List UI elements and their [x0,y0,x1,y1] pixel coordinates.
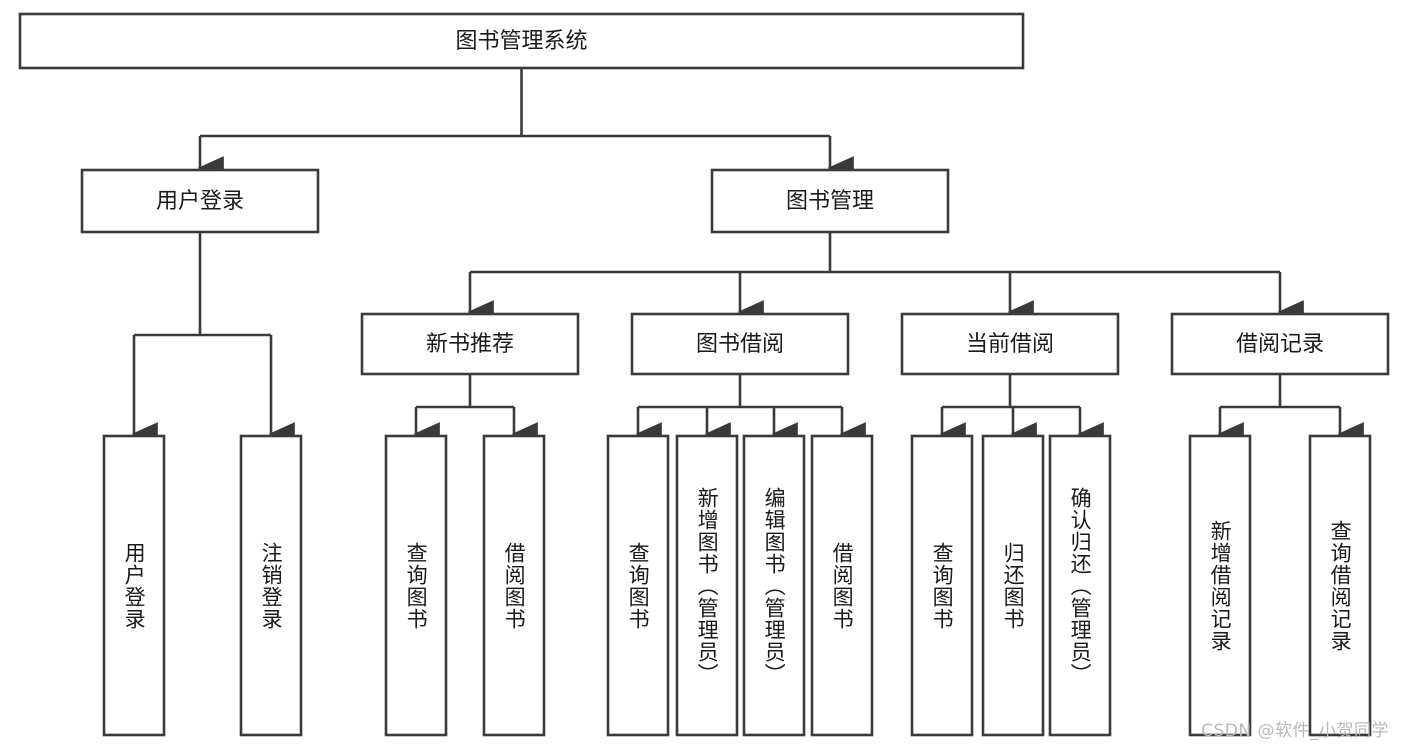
level3-node-1[interactable] [630,312,850,376]
level2-node-0[interactable] [80,168,320,234]
root-node-book-management-system-label: 图书管理系统 [455,29,587,54]
level3-node-0-label: 新书推荐 [426,332,514,357]
connector-group [131,68,1364,446]
level3-node-2[interactable] [900,312,1120,376]
level3-node-2-label: 当前借阅 [966,332,1054,357]
leaf-node-2[interactable] [384,434,448,737]
leaf-node-3[interactable] [482,434,546,737]
level2-node-1-label: 图书管理 [786,189,874,214]
level2-node-0-label: 用户登录 [156,189,244,214]
leaf-node-0[interactable] [102,434,166,737]
leaf-node-10[interactable] [1048,434,1112,737]
level3-node-3-label: 借阅记录 [1236,332,1324,357]
leaf-node-7[interactable] [810,434,874,737]
leaf-node-6[interactable] [742,434,806,737]
level2-node-1[interactable] [710,168,950,234]
root-node-book-management-system[interactable] [18,12,1025,70]
level3-node-1-label: 图书借阅 [696,332,784,357]
level3-node-0[interactable] [360,312,580,376]
leaf-node-1[interactable] [239,434,303,737]
leaf-node-8[interactable] [910,434,974,737]
leaf-node-12[interactable] [1308,434,1372,737]
level3-node-3[interactable] [1170,312,1390,376]
leaf-node-11[interactable] [1188,434,1252,737]
leaf-node-4[interactable] [606,434,670,737]
leaf-node-9[interactable] [981,434,1045,737]
leaf-node-5[interactable] [675,434,739,737]
